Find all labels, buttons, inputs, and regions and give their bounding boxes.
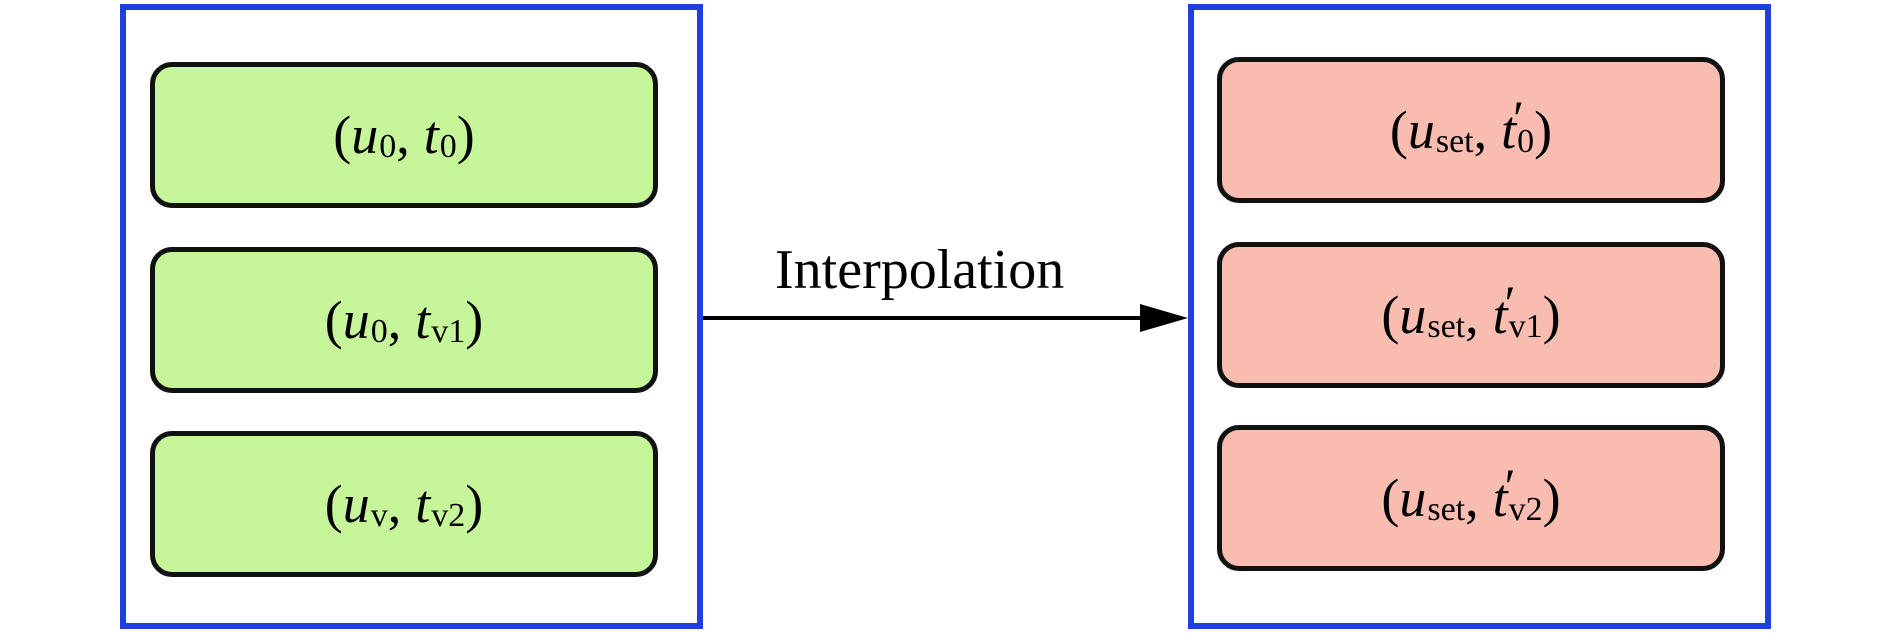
var-t: t xyxy=(415,290,431,350)
arrow-label: Interpolation xyxy=(775,239,1065,301)
arrow-head-icon xyxy=(1140,304,1188,332)
subscript: v1 xyxy=(1508,308,1543,345)
subscript: 0 xyxy=(1517,123,1535,160)
var-u: u xyxy=(342,290,370,350)
subscript: v2 xyxy=(431,497,466,534)
subscript: v xyxy=(370,497,388,534)
subscript: 0 xyxy=(439,128,457,165)
subscript: v2 xyxy=(1508,491,1543,528)
var-t: t xyxy=(415,474,431,534)
prime-mark: ′ xyxy=(1504,275,1516,331)
subscript: 0 xyxy=(379,128,397,165)
subscript: set xyxy=(1427,308,1466,345)
var-u: u xyxy=(1399,285,1427,345)
subscript: 0 xyxy=(370,313,388,350)
subscript: set xyxy=(1427,491,1466,528)
subscript: v1 xyxy=(431,313,466,350)
prime-mark: ′ xyxy=(1513,90,1525,146)
var-t: t xyxy=(1492,468,1508,528)
var-u: u xyxy=(351,105,379,165)
subscript: set xyxy=(1435,123,1474,160)
prime-mark: ′ xyxy=(1504,458,1516,514)
var-u: u xyxy=(1407,100,1435,160)
var-t: t xyxy=(423,105,439,165)
var-u: u xyxy=(1399,468,1427,528)
var-u: u xyxy=(342,474,370,534)
var-t: t xyxy=(1492,285,1508,345)
var-t: t xyxy=(1501,100,1517,160)
